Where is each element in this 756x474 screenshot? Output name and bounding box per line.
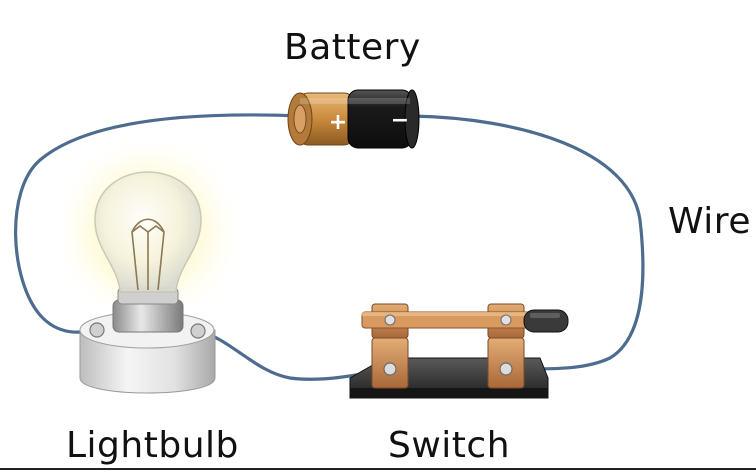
knife-switch bbox=[349, 303, 569, 399]
socket-screw-right bbox=[190, 323, 206, 339]
wire-bulb-to-switch bbox=[196, 329, 388, 381]
wire-battery-to-switch bbox=[410, 114, 645, 371]
wire-label: Wire bbox=[668, 201, 751, 242]
lightbulb bbox=[48, 130, 248, 394]
switch-label: Switch bbox=[388, 425, 511, 466]
battery-negative-end bbox=[404, 89, 420, 149]
battery-label: Battery bbox=[284, 27, 421, 68]
bottom-border bbox=[0, 468, 756, 470]
battery-positive-symbol: + bbox=[329, 110, 347, 135]
bulb-filament bbox=[131, 218, 165, 291]
wire-battery-to-bulb bbox=[14, 113, 302, 334]
lightbulb-label: Lightbulb bbox=[66, 425, 239, 466]
socket-screw-left bbox=[89, 322, 105, 338]
battery-negative-symbol: − bbox=[391, 108, 409, 133]
battery: + − bbox=[287, 89, 420, 149]
